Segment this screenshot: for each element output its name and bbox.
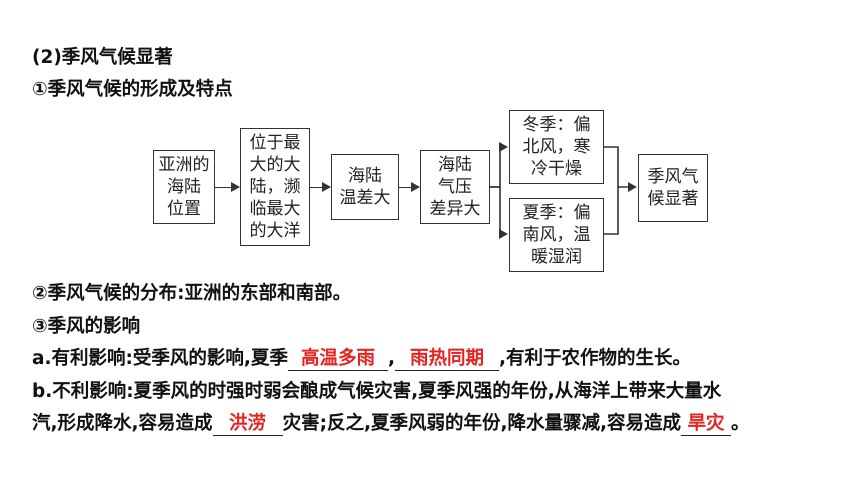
favorable-prefix: a.有利影响:受季风的影响,夏季	[32, 348, 288, 369]
box-largest-continent: 位于最 大的大 陆，濒 临最大 的大洋	[240, 128, 310, 246]
connector-from-winter	[604, 146, 635, 188]
comma: ,	[387, 348, 395, 369]
unfavorable-end: 。	[731, 413, 750, 434]
arrowhead-winter	[499, 142, 508, 152]
section-heading: (2)季风气候显著	[32, 47, 173, 68]
box-monsoon-climate: 季风气 候显著	[638, 154, 708, 222]
subheading-influence: ③季风的影响	[32, 316, 141, 337]
connector-to-summer	[490, 186, 506, 235]
box-summer-monsoon: 夏季：偏 南风，温 暖湿润	[509, 198, 604, 272]
answer-blank-4: 旱灾	[681, 414, 732, 436]
box-asia-position: 亚洲的 海陆 位置	[153, 150, 215, 224]
box-pressure-diff: 海陆 气压 差异大	[420, 150, 490, 224]
unfavorable-impact-line-2: 汽,形成降水,容易造成洪涝灾害;反之,夏季风弱的年份,降水量骤减,容易造成旱灾。	[32, 413, 750, 436]
answer-blank-3: 洪涝	[212, 414, 283, 436]
arrow-1	[215, 182, 240, 192]
unfavorable-impact-line-1: b.不利影响:夏季风的时强时弱会酿成气候灾害,夏季风强的年份,从海洋上带来大量水	[32, 381, 722, 402]
answer-blank-1: 高温多雨	[287, 349, 388, 371]
connector-to-winter	[490, 146, 506, 188]
box-winter-monsoon: 冬季：偏 北风，寒 冷干燥	[509, 110, 604, 184]
favorable-suffix: ,有利于农作物的生长。	[498, 348, 692, 369]
unfavorable-mid: 灾害;反之,夏季风弱的年份,降水量骤减,容易造成	[282, 413, 682, 434]
arrowhead-climate	[628, 182, 637, 192]
arrowhead-summer	[499, 229, 508, 239]
box-temp-diff: 海陆 温差大	[331, 154, 399, 220]
favorable-impact-line: a.有利影响:受季风的影响,夏季高温多雨,雨热同期,有利于农作物的生长。	[32, 348, 692, 371]
connector-from-summer	[604, 187, 619, 235]
answer-blank-2: 雨热同期	[394, 349, 499, 371]
unfavorable-prefix: 汽,形成降水,容易造成	[32, 413, 213, 434]
arrow-3	[399, 182, 420, 192]
subheading-formation: ①季风气候的形成及特点	[32, 79, 233, 100]
distribution-line: ②季风气候的分布:亚洲的东部和南部。	[32, 283, 352, 304]
arrow-2	[310, 182, 331, 192]
